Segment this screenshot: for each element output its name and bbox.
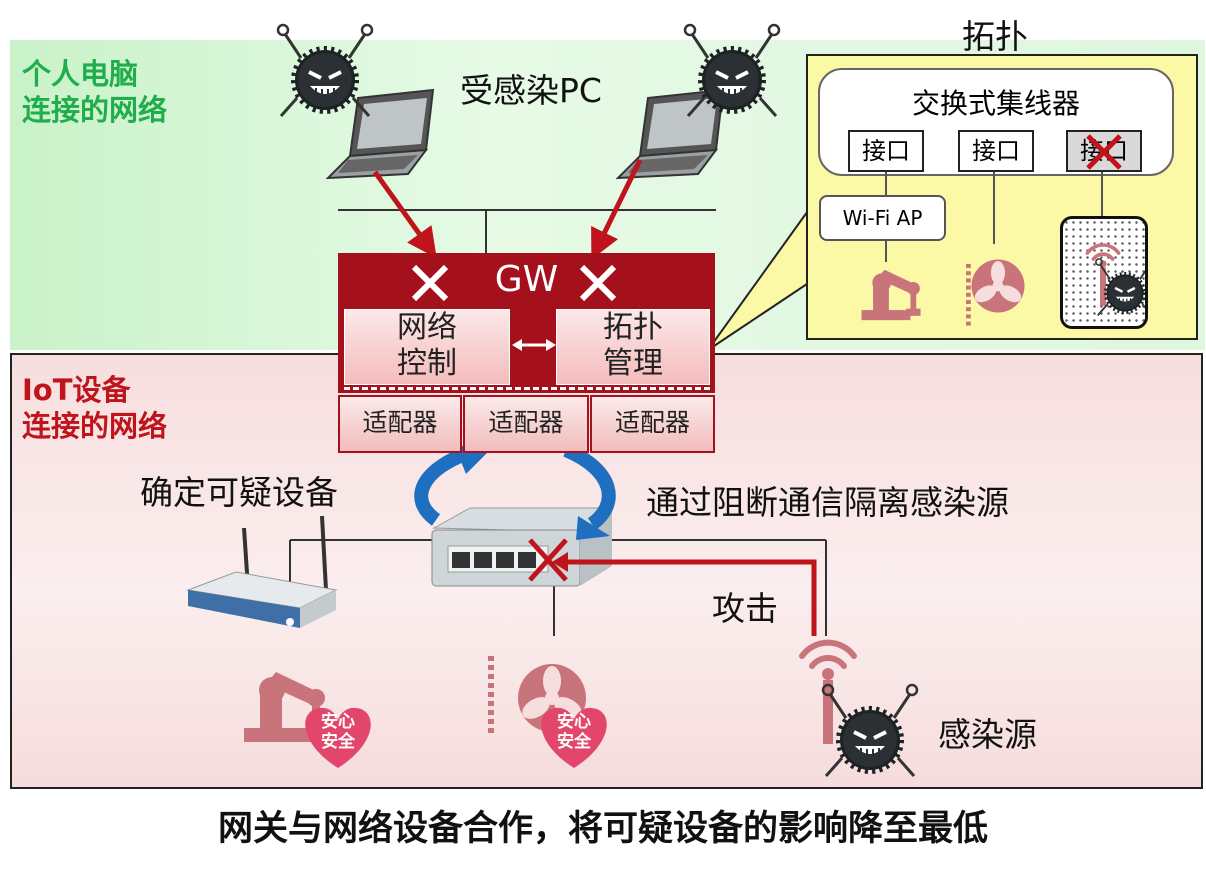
gateway-divider bbox=[344, 387, 710, 390]
pc-network-label: 个人电脑 连接的网络 bbox=[22, 57, 168, 127]
attack-path-line bbox=[568, 559, 817, 636]
blue-arrow-up bbox=[414, 445, 473, 526]
network-switch-icon bbox=[431, 507, 614, 587]
bidirectional-arrow-icon bbox=[512, 339, 556, 351]
port-2: 接口 bbox=[958, 130, 1034, 172]
blocked-x-icon-left bbox=[411, 264, 449, 302]
topology-management-box: 拓扑 管理 bbox=[556, 309, 710, 385]
virus-source-icon bbox=[823, 685, 917, 776]
isolate-label: 通过阻断通信隔离感染源 bbox=[646, 483, 1009, 522]
attack-arrow-left bbox=[372, 170, 437, 259]
switching-hub-label: 交换式集线器 bbox=[911, 87, 1080, 120]
topology-graphics bbox=[861, 134, 1122, 326]
attack-label: 攻击 bbox=[712, 589, 778, 628]
quarantine-box bbox=[1060, 216, 1148, 329]
wifi-ap-box: Wi-Fi AP bbox=[819, 195, 946, 241]
adapter-1: 适配器 bbox=[338, 395, 462, 453]
adapter-2: 适配器 bbox=[463, 395, 589, 453]
infected-pc-label: 受感染PC bbox=[460, 71, 602, 110]
virus-right-icon bbox=[685, 25, 779, 116]
identify-suspicious-label: 确定可疑设备 bbox=[140, 473, 338, 512]
quarantined-device-icon bbox=[1085, 243, 1145, 326]
safe-badge-right: 安心 安全 bbox=[557, 712, 591, 752]
safe-badge-left: 安心 安全 bbox=[321, 712, 355, 752]
topology-title: 拓扑 bbox=[962, 17, 1028, 56]
callout-pointer bbox=[707, 204, 811, 351]
indicator-left-icon bbox=[488, 656, 494, 733]
network-control-box: 网络 控制 bbox=[344, 309, 510, 385]
iot-network-label: IoT设备 连接的网络 bbox=[22, 373, 168, 443]
blocked-x-icon-right bbox=[579, 264, 617, 302]
virus-left-icon bbox=[278, 25, 372, 116]
infection-source-label: 感染源 bbox=[938, 715, 1037, 754]
blue-arrow-down bbox=[563, 443, 616, 530]
gateway-title: GW bbox=[494, 259, 559, 300]
port-1: 接口 bbox=[848, 130, 924, 172]
gateway-block: GW 网络 控制 拓扑 管理 bbox=[338, 253, 715, 393]
wifi-router-icon bbox=[186, 515, 338, 628]
adapter-3: 适配器 bbox=[590, 395, 715, 453]
bottom-caption: 网关与网络设备合作，将可疑设备的影响降至最低 bbox=[217, 809, 988, 849]
attack-arrow-right bbox=[591, 158, 643, 260]
